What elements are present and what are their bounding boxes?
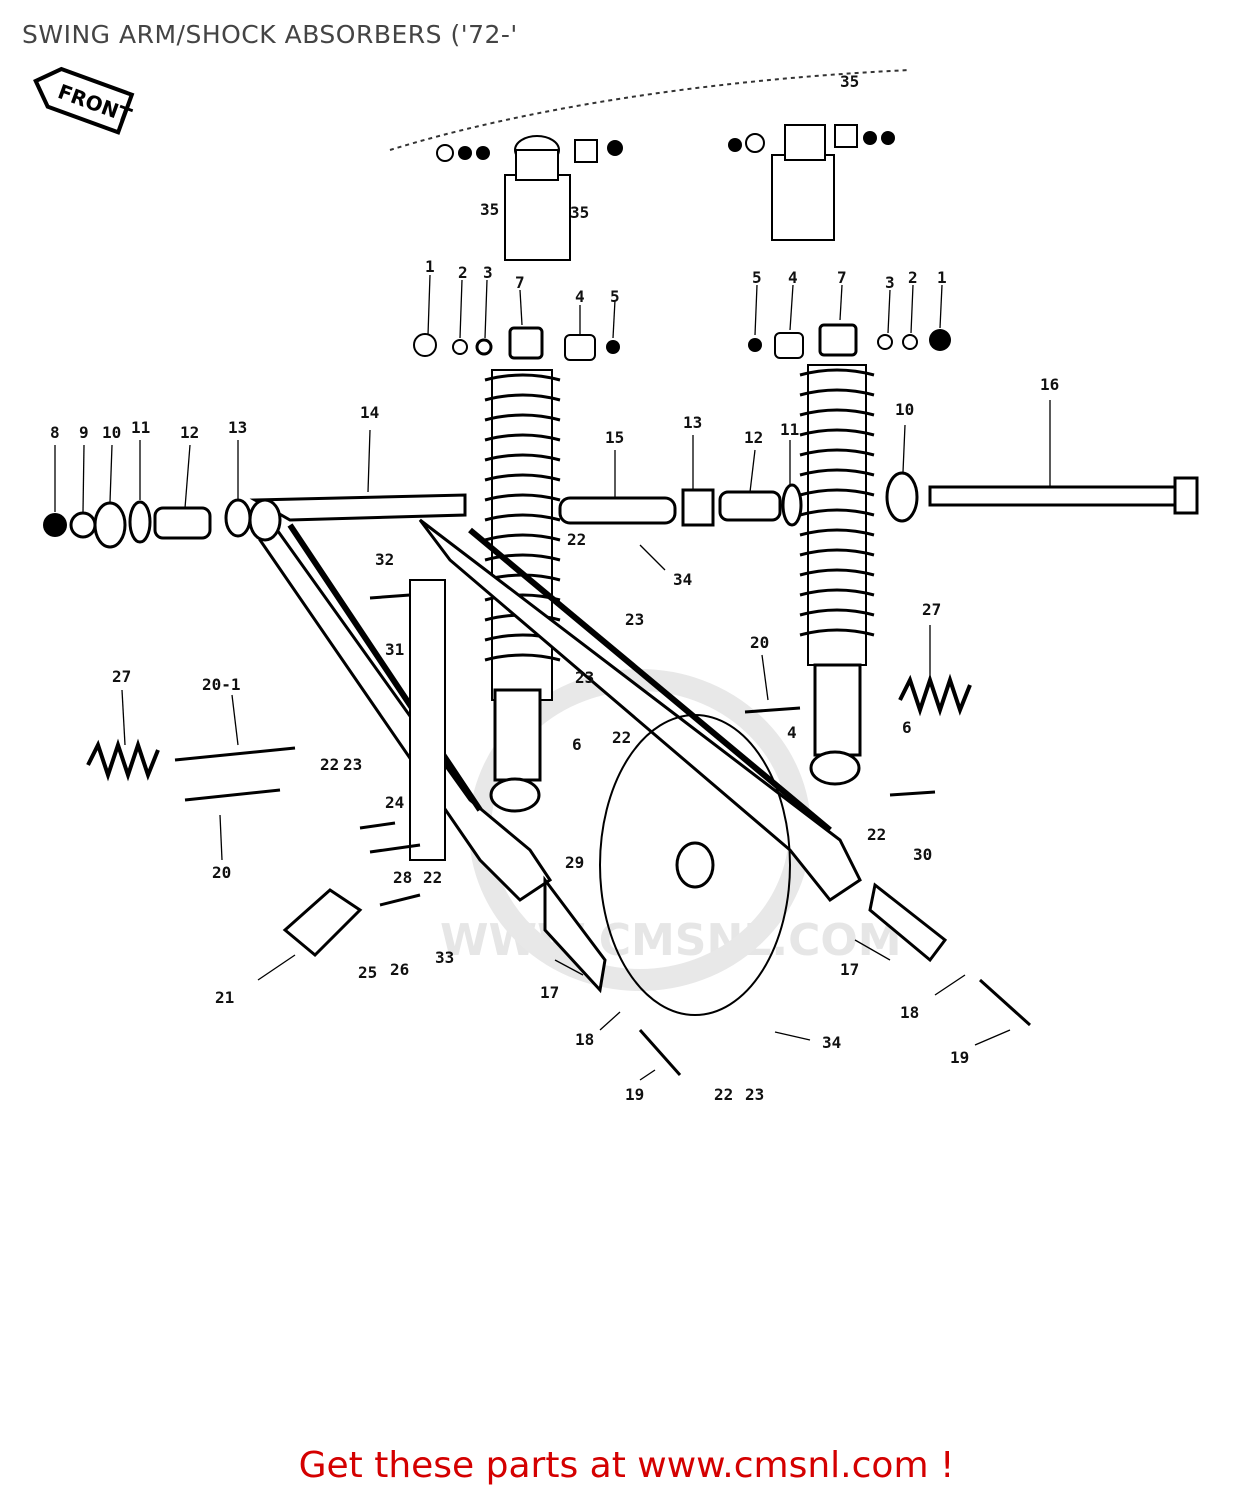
callout-26: 26 (390, 960, 409, 979)
callout-22-c: 22 (423, 868, 442, 887)
callout-12-right: 12 (744, 428, 763, 447)
spring-27-left (86, 738, 160, 782)
callout-34-a: 34 (673, 570, 692, 589)
callout-20-left: 20 (212, 863, 231, 882)
bolts (174, 593, 1032, 1076)
callout-12-left: 12 (180, 423, 199, 442)
callout-19-left: 19 (625, 1085, 644, 1104)
callout-2-right: 2 (908, 268, 918, 287)
callout-22-f: 22 (714, 1085, 733, 1104)
callout-6-right: 6 (902, 718, 912, 737)
callout-23-c: 23 (575, 668, 594, 687)
spring-27-right (898, 673, 972, 717)
callout-33: 33 (435, 948, 454, 967)
brake-stay-21 (282, 888, 363, 958)
chain-adjuster-17-right (868, 882, 948, 963)
callout-5-left: 5 (610, 287, 620, 306)
callout-35c: 35 (570, 203, 589, 222)
right-shock-absorber (748, 323, 951, 786)
footer-link-text[interactable]: Get these parts at www.cmsnl.com ! (298, 1445, 955, 1486)
callout-4-left: 4 (575, 287, 585, 306)
callout-35b: 35 (480, 200, 499, 219)
callout-22-a: 22 (567, 530, 586, 549)
callout-32: 32 (375, 550, 394, 569)
callout-8: 8 (50, 423, 60, 442)
callout-16: 16 (1040, 375, 1059, 394)
chain-adjuster-17-left (543, 875, 607, 994)
callout-19-right: 19 (950, 1048, 969, 1067)
left-shock-absorber (413, 326, 620, 813)
callout-15: 15 (605, 428, 624, 447)
swing-arm (248, 493, 862, 903)
callout-34-b: 34 (822, 1033, 841, 1052)
chain-guard-hub (675, 841, 715, 889)
callout-35a: 35 (840, 72, 859, 91)
callout-3-right: 3 (885, 273, 895, 292)
callout-18-right: 18 (900, 1003, 919, 1022)
callout-20-1: 20-1 (202, 675, 241, 694)
front-arrow-sign: FRONT (33, 66, 135, 135)
callout-27-right: 27 (922, 600, 941, 619)
callout-1-right: 1 (937, 268, 947, 287)
callout-23-d: 23 (745, 1085, 764, 1104)
callout-23-a: 23 (625, 610, 644, 629)
exploded-parts-diagram: WWW.CMSNL.COM FRONT (33, 66, 1199, 1104)
callout-11-right: 11 (780, 420, 799, 439)
callout-27-left: 27 (112, 667, 131, 686)
right-shock-cover (728, 124, 895, 241)
callout-10-left: 10 (102, 423, 121, 442)
callout-22-b: 22 (320, 755, 339, 774)
left-shock-cover (436, 135, 623, 261)
callout-22-d: 22 (612, 728, 631, 747)
chain-guard (599, 714, 791, 1016)
leader-lines (54, 274, 1051, 1081)
callout-9: 9 (79, 423, 89, 442)
callout-25: 25 (358, 963, 377, 982)
callout-6-left: 6 (572, 735, 582, 754)
frame-outline (389, 69, 911, 151)
callout-3-left: 3 (483, 263, 493, 282)
callout-7-right: 7 (837, 268, 847, 287)
callout-labels: 35 35 35 1 2 3 7 4 5 5 4 7 3 2 1 8 9 10 … (50, 72, 1059, 1104)
callout-11-left: 11 (131, 418, 150, 437)
callout-28: 28 (393, 868, 412, 887)
callout-17-right: 17 (840, 960, 859, 979)
callout-4-lower: 4 (787, 723, 797, 742)
callout-29: 29 (565, 853, 584, 872)
pivot-hardware-right (558, 471, 1199, 527)
callout-5-right: 5 (752, 268, 762, 287)
callout-20-right: 20 (750, 633, 769, 652)
diagram-title: SWING ARM/SHOCK ABSORBERS ('72-' (22, 20, 518, 49)
callout-21: 21 (215, 988, 234, 1007)
callout-24: 24 (385, 793, 404, 812)
callout-7-left: 7 (515, 273, 525, 292)
callout-4-right: 4 (788, 268, 798, 287)
callout-1-left: 1 (425, 257, 435, 276)
callout-10-right: 10 (895, 400, 914, 419)
callout-22-e: 22 (867, 825, 886, 844)
callout-2-left: 2 (458, 263, 468, 282)
callout-18-left: 18 (575, 1030, 594, 1049)
callout-13-right: 13 (683, 413, 702, 432)
callout-31: 31 (385, 640, 404, 659)
callout-30: 30 (913, 845, 932, 864)
pivot-hardware-left (43, 498, 252, 549)
callout-17-left: 17 (540, 983, 559, 1002)
callout-13-left: 13 (228, 418, 247, 437)
callout-14: 14 (360, 403, 379, 422)
callout-23-b: 23 (343, 755, 362, 774)
